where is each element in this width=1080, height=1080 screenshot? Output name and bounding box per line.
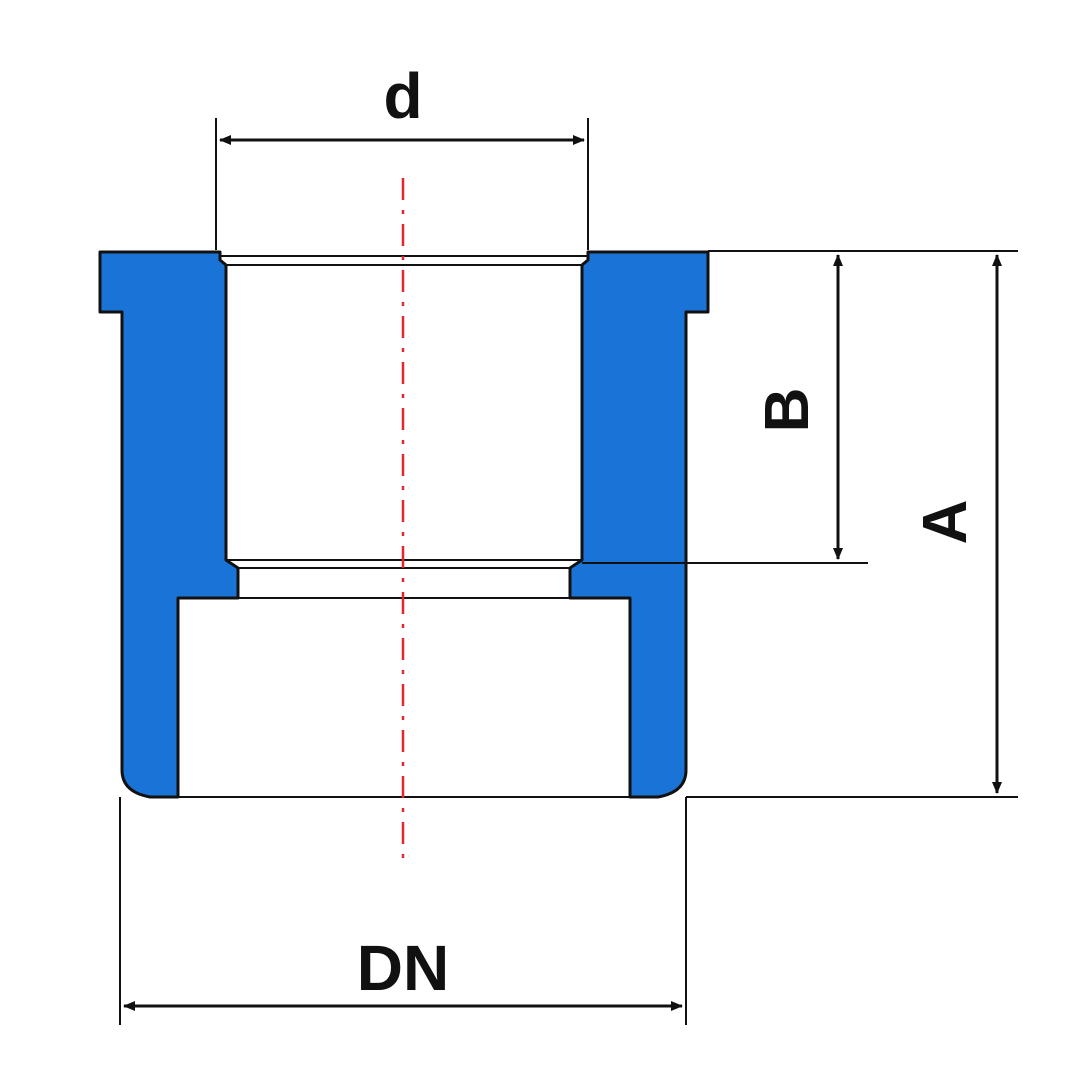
left-wall (98, 250, 240, 799)
extension-lines (119, 118, 1018, 1025)
right-wall (568, 250, 710, 799)
label-b: B (753, 388, 822, 433)
label-a: A (911, 500, 980, 545)
label-d: d (383, 60, 422, 132)
label-dn: DN (357, 932, 449, 1004)
